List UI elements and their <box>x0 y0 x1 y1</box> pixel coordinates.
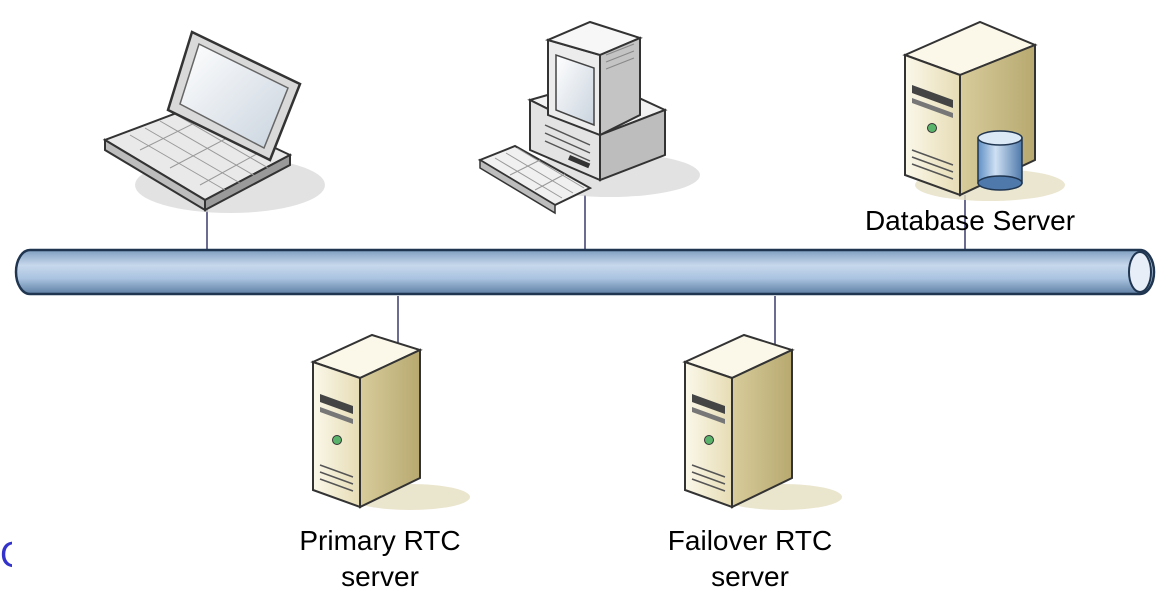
failover-rtc-label-line1: Failover RTC <box>667 525 833 556</box>
network-bus-pipe <box>14 248 1156 296</box>
database-server-label: Database Server <box>864 205 1076 236</box>
primary-rtc-server-icon <box>310 333 470 510</box>
laptop-icon <box>102 30 325 213</box>
primary-rtc-label-line1: Primary RTC <box>299 525 461 556</box>
failover-rtc-server-icon <box>682 333 842 510</box>
edge-text-fragment: C <box>0 535 12 575</box>
primary-rtc-label-line2: server <box>341 561 419 592</box>
desktop-computer-icon <box>477 20 700 215</box>
connector-lines <box>206 195 966 345</box>
database-server-icon <box>902 20 1065 201</box>
failover-rtc-label-line2: server <box>711 561 789 592</box>
failover-rtc-server-label: Failover RTC server <box>620 523 880 595</box>
primary-rtc-server-label: Primary RTC server <box>250 523 510 595</box>
